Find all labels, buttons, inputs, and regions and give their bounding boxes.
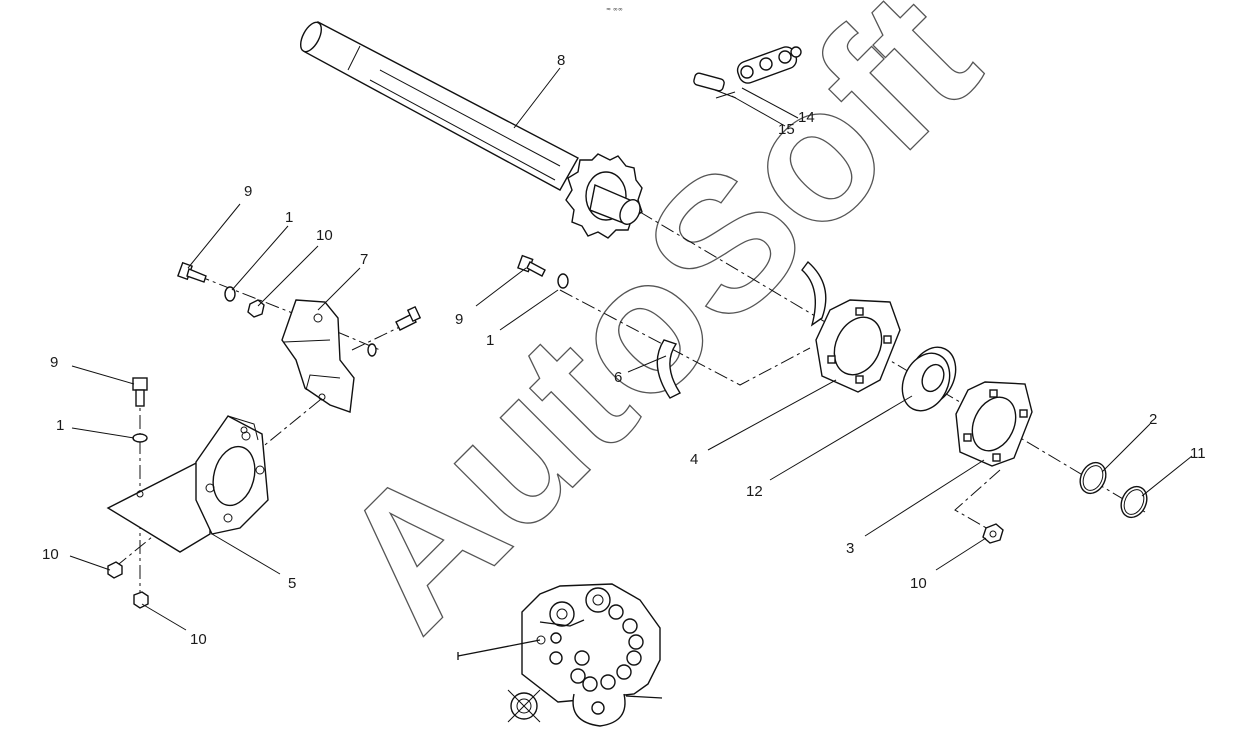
callout-15: 15 [778, 121, 795, 138]
flange-part-4 [815, 299, 901, 393]
nut-part-10-right [982, 523, 1004, 544]
bolt-part-bracket [395, 305, 422, 331]
flange-part-3 [955, 381, 1033, 467]
snap-ring-11 [1120, 485, 1148, 519]
washer-part-1-upper [224, 286, 236, 302]
callout-4: 4 [690, 451, 698, 468]
callout-2: 2 [1149, 411, 1157, 428]
callout-10-right: 10 [910, 575, 927, 592]
bolt-part-9-mid [517, 254, 546, 277]
callout-7: 7 [360, 251, 368, 268]
callout-3: 3 [846, 540, 854, 557]
callout-10-upper: 10 [316, 227, 333, 244]
callout-9-upper: 9 [244, 183, 252, 200]
callout-5: 5 [288, 575, 296, 592]
callout-10-left-b: 10 [190, 631, 207, 648]
bolt-part-9-left [132, 377, 148, 407]
shaft-part [299, 21, 579, 191]
callout-11: 11 [1190, 445, 1206, 462]
washer-part-bracket [367, 343, 377, 357]
leader-lines [69, 67, 1193, 631]
sprocket-part [565, 153, 643, 239]
clip-part-6 [656, 339, 682, 399]
bearing-bracket-part-5 [106, 415, 269, 553]
callout-10-left-a: 10 [42, 546, 59, 563]
clip-part-upper [801, 260, 827, 327]
callout-8: 8 [557, 52, 565, 69]
bearing-part-12 [901, 346, 957, 412]
callout-14: 14 [798, 109, 815, 126]
callout-1-mid: 1 [486, 332, 494, 349]
nut-part-10-left-b [133, 591, 149, 609]
snap-ring-2 [1079, 461, 1107, 495]
chain-part [693, 46, 802, 99]
callout-12: 12 [746, 483, 763, 500]
callout-9-mid: 9 [455, 311, 463, 328]
callout-9-left: 9 [50, 354, 58, 371]
bolt-part-9-upper [177, 261, 207, 283]
callout-1-upper: 1 [285, 209, 293, 226]
callout-6: 6 [614, 369, 622, 386]
nut-part-10-left-a [107, 561, 123, 579]
washer-part-1-mid [557, 273, 569, 289]
bracket-part-7 [281, 299, 355, 413]
top-note: ≈ ∞∞ [606, 6, 623, 13]
washer-part-1-left [132, 433, 148, 443]
inset-sprocket-assembly [457, 583, 663, 727]
callout-1-left: 1 [56, 417, 64, 434]
